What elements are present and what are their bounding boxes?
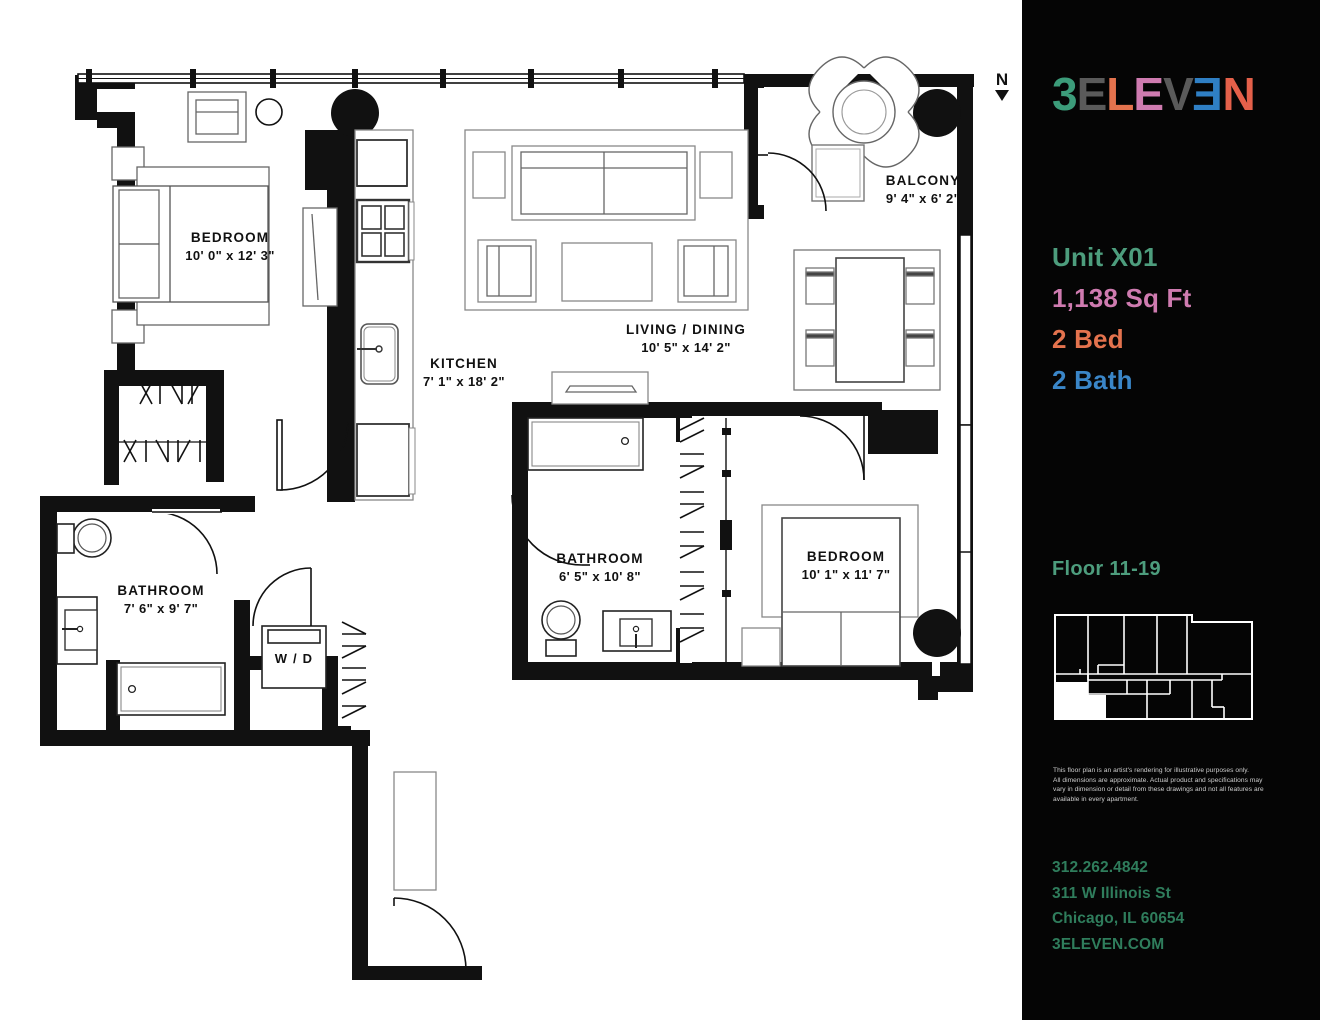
toilet-tank	[56, 523, 75, 554]
room-label-bathroom2-name: BATHROOM	[556, 551, 643, 566]
door-bathroom2	[511, 494, 590, 566]
dining-table	[835, 257, 905, 383]
column-kitchen	[331, 89, 379, 137]
north-label: N	[996, 70, 1008, 89]
column-balcony	[913, 89, 961, 137]
logo-char-l: L	[1106, 68, 1134, 120]
room-label-balcony-dim: 9' 4" x 6' 2"	[886, 191, 960, 206]
window-strip-right	[959, 234, 972, 665]
dining-set	[793, 249, 941, 391]
door-bathroom1	[152, 509, 222, 575]
closet-hall	[338, 618, 370, 726]
bathroom2-fixtures	[527, 417, 672, 657]
room-label-kitchen-name: KITCHEN	[430, 356, 498, 371]
keyplan-outline	[1054, 614, 1253, 720]
contact-city: Chicago, IL 60654	[1052, 910, 1185, 927]
dishwasher	[356, 423, 410, 497]
north-arrow: N	[995, 70, 1009, 101]
unit-beds: 2 Bed	[1052, 324, 1124, 354]
room-label-living-dining-name: LIVING / DINING	[626, 322, 746, 337]
washer-dryer	[261, 625, 327, 689]
room-label-living-dining-dim: 10' 5" x 14' 2"	[641, 340, 731, 355]
logo-char-3: 3	[1052, 68, 1078, 120]
entry-doors	[393, 771, 467, 971]
room-label-bathroom1-name: BATHROOM	[117, 583, 204, 598]
contact-block: 312.262.4842 311 W Illinois St Chicago, …	[1052, 855, 1184, 957]
wd-control-panel	[267, 629, 321, 644]
balcony-chair	[808, 56, 865, 113]
door-wd	[252, 567, 312, 627]
floorplan-svg: BEDROOM 10' 0" x 12' 3" KITCHEN 7' 1" x …	[40, 56, 1009, 980]
closet-bedroom2	[679, 417, 732, 663]
refrigerator	[356, 139, 408, 187]
living-furniture	[464, 129, 749, 405]
unit-baths: 2 Bath	[1052, 365, 1133, 395]
floor-range: Floor 11-19	[1052, 558, 1161, 581]
floor-label: Floor 11-19	[1052, 558, 1161, 580]
floorplan-drawing: BEDROOM 10' 0" x 12' 3" KITCHEN 7' 1" x …	[40, 56, 1009, 980]
disclaimer-line-2: All dimensions are approximate. Actual p…	[1053, 776, 1263, 784]
key-plan-diagram	[1052, 612, 1284, 722]
disclaimer-text: This floor plan is an artist's rendering…	[1053, 766, 1281, 804]
contact-street: 311 W Illinois St	[1052, 884, 1171, 902]
pantry	[302, 207, 338, 307]
wd-label: W / D	[275, 651, 314, 666]
info-panel: 3 E L E V E N Unit X01 1,138 Sq Ft 2 Bed…	[1022, 0, 1320, 1020]
column-bedroom2	[913, 609, 961, 657]
room-label-bathroom2-dim: 6' 5" x 10' 8"	[559, 569, 641, 584]
window-mullions	[86, 69, 718, 88]
side-table	[699, 151, 733, 199]
north-arrow-icon	[995, 90, 1009, 101]
room-label-bedroom2-name: BEDROOM	[807, 549, 885, 564]
logo-char-e2: E	[1133, 68, 1164, 120]
bed-base	[781, 517, 901, 667]
room-label-bathroom1-dim: 7' 6" x 9' 7"	[124, 601, 198, 616]
room-labels: BEDROOM 10' 0" x 12' 3" KITCHEN 7' 1" x …	[117, 173, 960, 666]
nightstand	[741, 627, 781, 667]
contact-phone[interactable]: 312.262.4842	[1052, 859, 1149, 876]
coffee-table	[561, 242, 653, 302]
balcony-furniture	[808, 56, 920, 202]
side-table	[472, 151, 506, 199]
logo-char-n: N	[1222, 68, 1255, 120]
balcony-chair	[863, 111, 920, 168]
room-label-kitchen-dim: 7' 1" x 18' 2"	[423, 374, 505, 389]
door-bedroom2	[799, 415, 865, 481]
logo-char-e1: E	[1076, 68, 1108, 120]
room-label-bedroom2-dim: 10' 1" x 11' 7"	[802, 567, 891, 582]
curtain-wall-windows	[77, 73, 745, 84]
logo-char-e3: E	[1192, 68, 1223, 120]
bathroom1-fixtures	[56, 518, 226, 716]
unit-name: Unit X01	[1052, 242, 1158, 272]
unit-summary: Unit X01 1,138 Sq Ft 2 Bed 2 Bath	[1052, 237, 1191, 401]
closet-bedroom1	[119, 381, 206, 482]
room-label-bedroom1-name: BEDROOM	[191, 230, 269, 245]
balcony-chair	[863, 56, 920, 113]
room-label-bedroom1-dim: 10' 0" x 12' 3"	[185, 248, 275, 263]
kitchen-cabinetry	[302, 129, 416, 501]
disclaimer-line-4: available in every apartment.	[1053, 795, 1139, 803]
disclaimer-line-1: This floor plan is an artist's rendering…	[1053, 767, 1250, 774]
balcony-door	[758, 152, 827, 212]
bedroom2-furniture	[741, 504, 919, 667]
structural-columns	[255, 89, 961, 657]
bedroom1-furniture	[111, 91, 270, 344]
logo-char-v: V	[1163, 68, 1194, 120]
room-label-balcony-name: BALCONY	[886, 173, 960, 188]
unit-area: 1,138 Sq Ft	[1052, 283, 1192, 313]
disclaimer-line-3: vary in dimension or detail from these d…	[1053, 786, 1264, 794]
door-bedroom1	[276, 419, 349, 491]
contact-website[interactable]: 3ELEVEN.COM	[1052, 935, 1165, 953]
brand-logo: 3 E L E V E N	[1052, 68, 1256, 120]
entry-closet	[393, 771, 437, 891]
toilet-tank	[545, 639, 577, 657]
